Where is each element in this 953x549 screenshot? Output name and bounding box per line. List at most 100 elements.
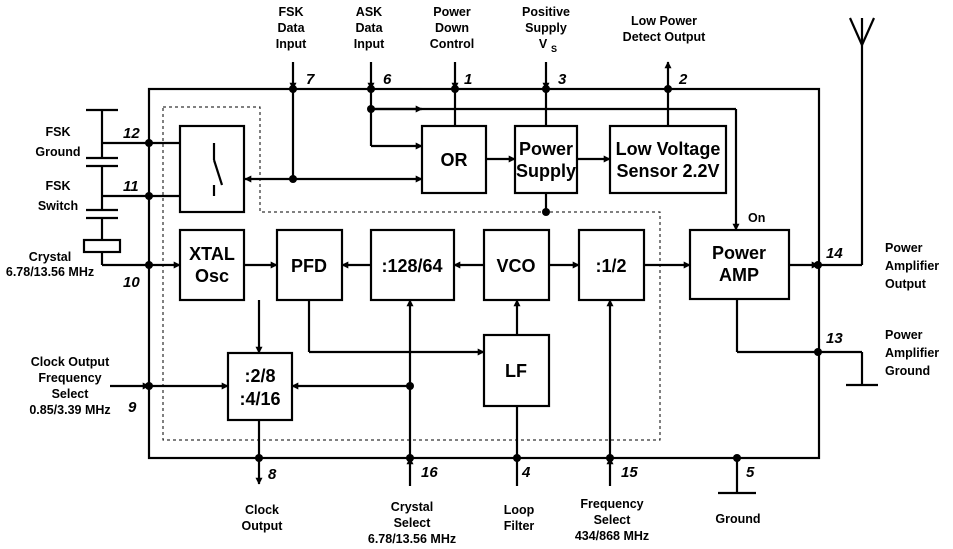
pin-16-label: 16: [421, 464, 438, 481]
chip-outline: [147, 87, 821, 460]
svg-text:6.78/13.56 MHz: 6.78/13.56 MHz: [6, 265, 94, 279]
svg-text:FSK: FSK: [46, 125, 71, 139]
frequency-select-label: Frequency Select 434/868 MHz: [575, 497, 649, 543]
power-supply-block: Power Supply: [513, 124, 579, 195]
power-amp-label-2: AMP: [719, 265, 759, 285]
pin-6-label: 6: [383, 71, 392, 88]
lf-block: LF: [482, 333, 551, 408]
low-voltage-sensor-block: Low Voltage Sensor 2.2V: [608, 124, 728, 195]
svg-text:Amplifier: Amplifier: [885, 346, 939, 360]
svg-text:Down: Down: [435, 21, 469, 35]
vco-block: VCO: [482, 228, 551, 302]
svg-text:Crystal: Crystal: [29, 250, 71, 264]
svg-text:434/868 MHz: 434/868 MHz: [575, 529, 649, 543]
xtal-label-2: Osc: [195, 266, 229, 286]
sensor-label-1: Low Voltage: [616, 139, 721, 159]
svg-text:S: S: [551, 44, 557, 54]
svg-text:Clock Output: Clock Output: [31, 355, 110, 369]
xtal-osc-block: XTAL Osc: [178, 228, 246, 302]
crystal-select-label: Crystal Select 6.78/13.56 MHz: [368, 500, 456, 546]
svg-text:Frequency: Frequency: [38, 371, 101, 385]
ask-data-input-label: ASK Data Input: [354, 5, 385, 51]
svg-text:FSK: FSK: [279, 5, 304, 19]
svg-text:Ground: Ground: [885, 364, 930, 378]
svg-text:Positive: Positive: [522, 5, 570, 19]
pin-1-label: 1: [464, 71, 472, 88]
low-power-detect-output-label: Low Power Detect Output: [623, 14, 706, 44]
svg-text:FSK: FSK: [46, 179, 71, 193]
power-supply-label-1: Power: [519, 139, 573, 159]
fsk-switch-label: FSK Switch: [38, 179, 78, 213]
svg-text:Clock: Clock: [245, 503, 279, 517]
clock-output-label: Clock Output: [242, 503, 284, 533]
pin-13-label: 13: [826, 330, 843, 347]
pin-12-label: 12: [123, 125, 140, 142]
power-down-control-label: Power Down Control: [430, 5, 474, 51]
svg-text:Low Power: Low Power: [631, 14, 697, 28]
sensor-label-2: Sensor 2.2V: [616, 161, 719, 181]
clock-divider-label-2: :4/16: [239, 389, 280, 409]
svg-text:Select: Select: [394, 516, 432, 530]
svg-text:Supply: Supply: [525, 21, 567, 35]
crystal-label: Crystal 6.78/13.56 MHz: [6, 250, 94, 279]
on-label: On: [748, 211, 765, 225]
svg-text:0.85/3.39 MHz: 0.85/3.39 MHz: [29, 403, 110, 417]
clock-divider-block: :2/8 :4/16: [226, 351, 294, 422]
pa-ground-label: Power Amplifier Ground: [885, 328, 939, 378]
vco-label: VCO: [496, 256, 535, 276]
svg-text:Select: Select: [52, 387, 90, 401]
or-label: OR: [441, 150, 468, 170]
svg-text:Power: Power: [885, 328, 923, 342]
svg-text:Data: Data: [277, 21, 305, 35]
svg-text:Power: Power: [885, 241, 923, 255]
power-supply-label-2: Supply: [516, 161, 576, 181]
xtal-label-1: XTAL: [189, 244, 235, 264]
pa-output-label: Power Amplifier Output: [885, 241, 939, 291]
svg-text:Data: Data: [355, 21, 383, 35]
divider-2-label: :1/2: [595, 256, 626, 276]
pfd-block: PFD: [275, 228, 344, 302]
dashed-region: [162, 106, 661, 441]
pin-7-label: 7: [306, 71, 315, 88]
pin-5-label: 5: [746, 464, 755, 481]
divider-128-label: :128/64: [381, 256, 442, 276]
loop-filter-label: Loop Filter: [504, 503, 535, 533]
pin-3-label: 3: [558, 71, 567, 88]
svg-text:Crystal: Crystal: [391, 500, 433, 514]
positive-supply-label: Positive Supply V S: [522, 5, 570, 54]
clock-divider-label-1: :2/8: [244, 366, 275, 386]
svg-text:Control: Control: [430, 37, 474, 51]
fsk-data-input-label: FSK Data Input: [276, 5, 307, 51]
clock-output-frequency-select-label: Clock Output Frequency Select 0.85/3.39 …: [29, 355, 110, 417]
pin-10-label: 10: [123, 274, 140, 291]
divider-2-block: :1/2: [577, 228, 646, 302]
power-amp-block: Power AMP: [688, 228, 791, 301]
pfd-label: PFD: [291, 256, 327, 276]
pin-15-label: 15: [621, 464, 638, 481]
lf-label: LF: [505, 361, 527, 381]
pin-11-label: 11: [123, 178, 139, 195]
svg-text:6.78/13.56 MHz: 6.78/13.56 MHz: [368, 532, 456, 546]
ground-label: Ground: [715, 512, 760, 526]
svg-text:Frequency: Frequency: [580, 497, 643, 511]
svg-text:Switch: Switch: [38, 199, 78, 213]
divider-128-block: :128/64: [369, 228, 456, 302]
svg-text:Ground: Ground: [35, 145, 80, 159]
switch-block: [178, 124, 246, 214]
svg-text:Input: Input: [276, 37, 307, 51]
svg-text:Select: Select: [594, 513, 632, 527]
svg-text:Output: Output: [885, 277, 927, 291]
fsk-ground-label: FSK Ground: [35, 125, 80, 159]
svg-text:Loop: Loop: [504, 503, 535, 517]
pin-8-label: 8: [268, 466, 277, 483]
svg-text:Filter: Filter: [504, 519, 535, 533]
svg-text:Amplifier: Amplifier: [885, 259, 939, 273]
svg-text:Detect Output: Detect Output: [623, 30, 706, 44]
pin-2-label: 2: [678, 71, 688, 88]
svg-text:Output: Output: [242, 519, 284, 533]
pin-14-label: 14: [826, 245, 843, 262]
pin-9-label: 9: [128, 399, 137, 416]
svg-text:Input: Input: [354, 37, 385, 51]
power-amp-label-1: Power: [712, 243, 766, 263]
